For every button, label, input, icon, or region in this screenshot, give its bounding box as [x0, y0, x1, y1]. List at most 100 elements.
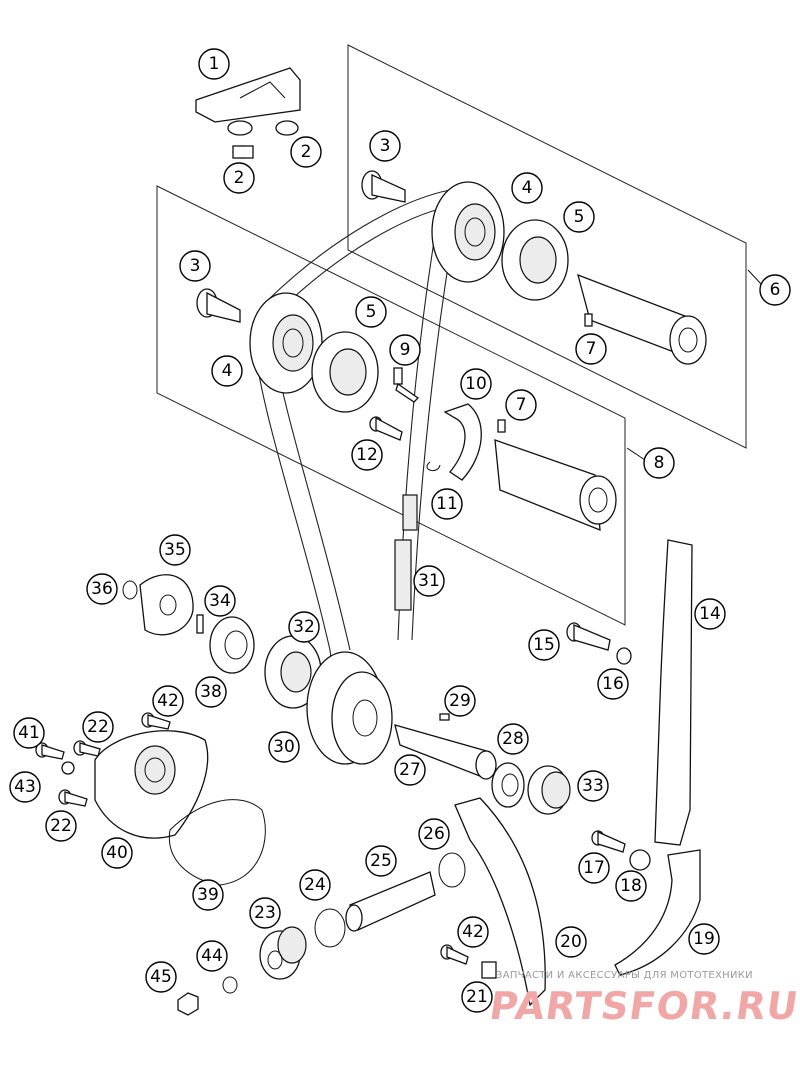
svg-text:8: 8: [654, 453, 665, 473]
washer-16: [616, 647, 632, 665]
washer-44: [222, 976, 238, 994]
callout-3: 3: [179, 250, 211, 282]
callout-22: 22: [45, 810, 77, 842]
chain-links-31: [394, 494, 418, 611]
screw-9: [393, 367, 420, 403]
svg-text:24: 24: [304, 875, 326, 895]
callout-4: 4: [511, 172, 543, 204]
svg-text:6: 6: [770, 280, 781, 300]
bolt-22-upper: [73, 740, 101, 757]
spring-clip: [426, 461, 441, 472]
svg-text:33: 33: [582, 776, 604, 796]
callout-8: 8: [643, 447, 675, 479]
bearing-32: [264, 635, 322, 709]
svg-text:42: 42: [157, 691, 179, 711]
svg-text:20: 20: [560, 932, 582, 952]
idler-gear-30: [306, 651, 393, 765]
pivot-bolt-15: [566, 622, 611, 651]
camshaft-assembly-frame-upper: [347, 44, 747, 449]
callout-20: 20: [555, 926, 587, 958]
svg-text:30: 30: [273, 737, 295, 757]
callout-6: 6: [759, 274, 791, 306]
screw-12: [369, 416, 403, 441]
callout-42: 42: [457, 916, 489, 948]
svg-text:1: 1: [209, 54, 220, 74]
gasket-39: [168, 799, 266, 886]
callout-33: 33: [577, 770, 609, 802]
svg-text:23: 23: [254, 903, 276, 923]
callout-25: 25: [365, 845, 397, 877]
callout-30: 30: [268, 731, 300, 763]
svg-text:28: 28: [502, 729, 524, 749]
svg-text:22: 22: [87, 717, 109, 737]
pin-7-lower: [497, 419, 506, 433]
callout-41: 41: [13, 717, 45, 749]
nut-45: [177, 992, 199, 1016]
callout-38: 38: [195, 676, 227, 708]
impeller-23: [259, 926, 307, 980]
callout-26: 26: [418, 818, 450, 850]
sleeve-18: [629, 849, 651, 871]
svg-text:25: 25: [370, 851, 392, 871]
callout-17: 17: [578, 852, 610, 884]
bolt-42-lower: [440, 944, 469, 965]
callout-36: 36: [86, 573, 118, 605]
sprocket-4-upper: [431, 181, 505, 283]
svg-text:5: 5: [574, 207, 585, 227]
leader-lines: [626, 269, 763, 461]
callout-16: 16: [597, 668, 629, 700]
callout-32: 32: [288, 611, 320, 643]
svg-text:3: 3: [380, 136, 391, 156]
bolt-17: [591, 830, 626, 853]
callout-1: 1: [198, 48, 230, 80]
tensioner-rail: [654, 539, 693, 846]
callout-12: 12: [351, 439, 383, 471]
svg-text:44: 44: [201, 946, 223, 966]
watermark-tagline: ЗАПЧАСТИ И АКСЕССУАРЫ ДЛЯ МОТОТЕХНИКИ: [496, 970, 753, 981]
bearing-5-upper: [501, 219, 569, 301]
svg-text:12: 12: [356, 445, 378, 465]
svg-text:7: 7: [586, 339, 597, 359]
callout-2: 2: [290, 136, 322, 168]
svg-text:35: 35: [164, 540, 186, 560]
svg-text:7: 7: [516, 395, 527, 415]
water-pump-shaft-25: [345, 871, 436, 932]
callout-39: 39: [192, 879, 224, 911]
chain-guide-rail-20: [454, 797, 546, 1007]
sleeve-21: [481, 961, 497, 979]
water-pump-cover: [94, 730, 209, 839]
callout-9: 9: [389, 334, 421, 366]
pin-29: [439, 713, 450, 721]
callout-21: 21: [461, 981, 493, 1013]
callout-10: 10: [460, 368, 492, 400]
callout-28: 28: [497, 723, 529, 755]
svg-text:3: 3: [190, 256, 201, 276]
needle-bearing-33: [527, 765, 571, 815]
pulse-wheel-35: [139, 574, 194, 636]
callout-29: 29: [444, 685, 476, 717]
chain-guide-top: [195, 67, 301, 136]
watermark-brand: PARTSFOR.RU: [486, 984, 800, 1028]
callout-34: 34: [204, 585, 236, 617]
svg-text:18: 18: [620, 876, 642, 896]
pin-7-upper: [584, 313, 593, 327]
svg-text:15: 15: [533, 635, 555, 655]
o-ring-26: [438, 852, 466, 888]
svg-text:4: 4: [522, 178, 533, 198]
callout-22: 22: [82, 711, 114, 743]
callout-31: 31: [413, 565, 445, 597]
bolt-41: [35, 742, 65, 760]
svg-text:45: 45: [150, 967, 172, 987]
svg-text:17: 17: [583, 858, 605, 878]
bearing-5-lower: [311, 331, 379, 413]
callout-43: 43: [9, 771, 41, 803]
callout-2: 2: [223, 162, 255, 194]
bolt-42-upper: [141, 712, 171, 730]
svg-text:10: 10: [465, 374, 487, 394]
camshaft-intake: [494, 439, 617, 531]
plug-2-body: [232, 145, 254, 159]
chain-guide-19: [614, 849, 701, 976]
svg-text:4: 4: [222, 361, 233, 381]
callout-27: 27: [394, 754, 426, 786]
